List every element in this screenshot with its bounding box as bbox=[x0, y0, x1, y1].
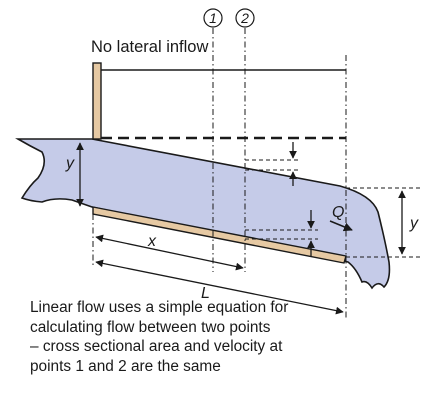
right-depth-label: y bbox=[409, 215, 419, 232]
section-1-label: 1 bbox=[209, 10, 217, 26]
section-1-marker bbox=[203, 8, 223, 28]
length-label: L bbox=[201, 285, 210, 302]
flow-arrow bbox=[329, 220, 353, 232]
caption-line: points 1 and 2 are the same bbox=[30, 357, 221, 375]
caption-line: – cross sectional area and velocity at bbox=[30, 338, 283, 356]
section-2-marker bbox=[235, 8, 255, 28]
gate-post bbox=[92, 62, 102, 140]
section-2-label: 2 bbox=[240, 10, 249, 26]
length-dimension-arrow bbox=[95, 259, 344, 315]
x-label: x bbox=[147, 233, 157, 250]
flow-label: Q bbox=[332, 204, 344, 221]
caption: Linear flow uses a simple equation for c… bbox=[30, 298, 420, 376]
x-dimension-arrow bbox=[95, 234, 244, 271]
caption-line: Linear flow uses a simple equation for bbox=[30, 299, 289, 316]
caption-line: calculating flow between two points bbox=[30, 318, 271, 336]
left-depth-label: y bbox=[65, 155, 75, 172]
no-lateral-inflow-label: No lateral inflow bbox=[91, 38, 208, 56]
